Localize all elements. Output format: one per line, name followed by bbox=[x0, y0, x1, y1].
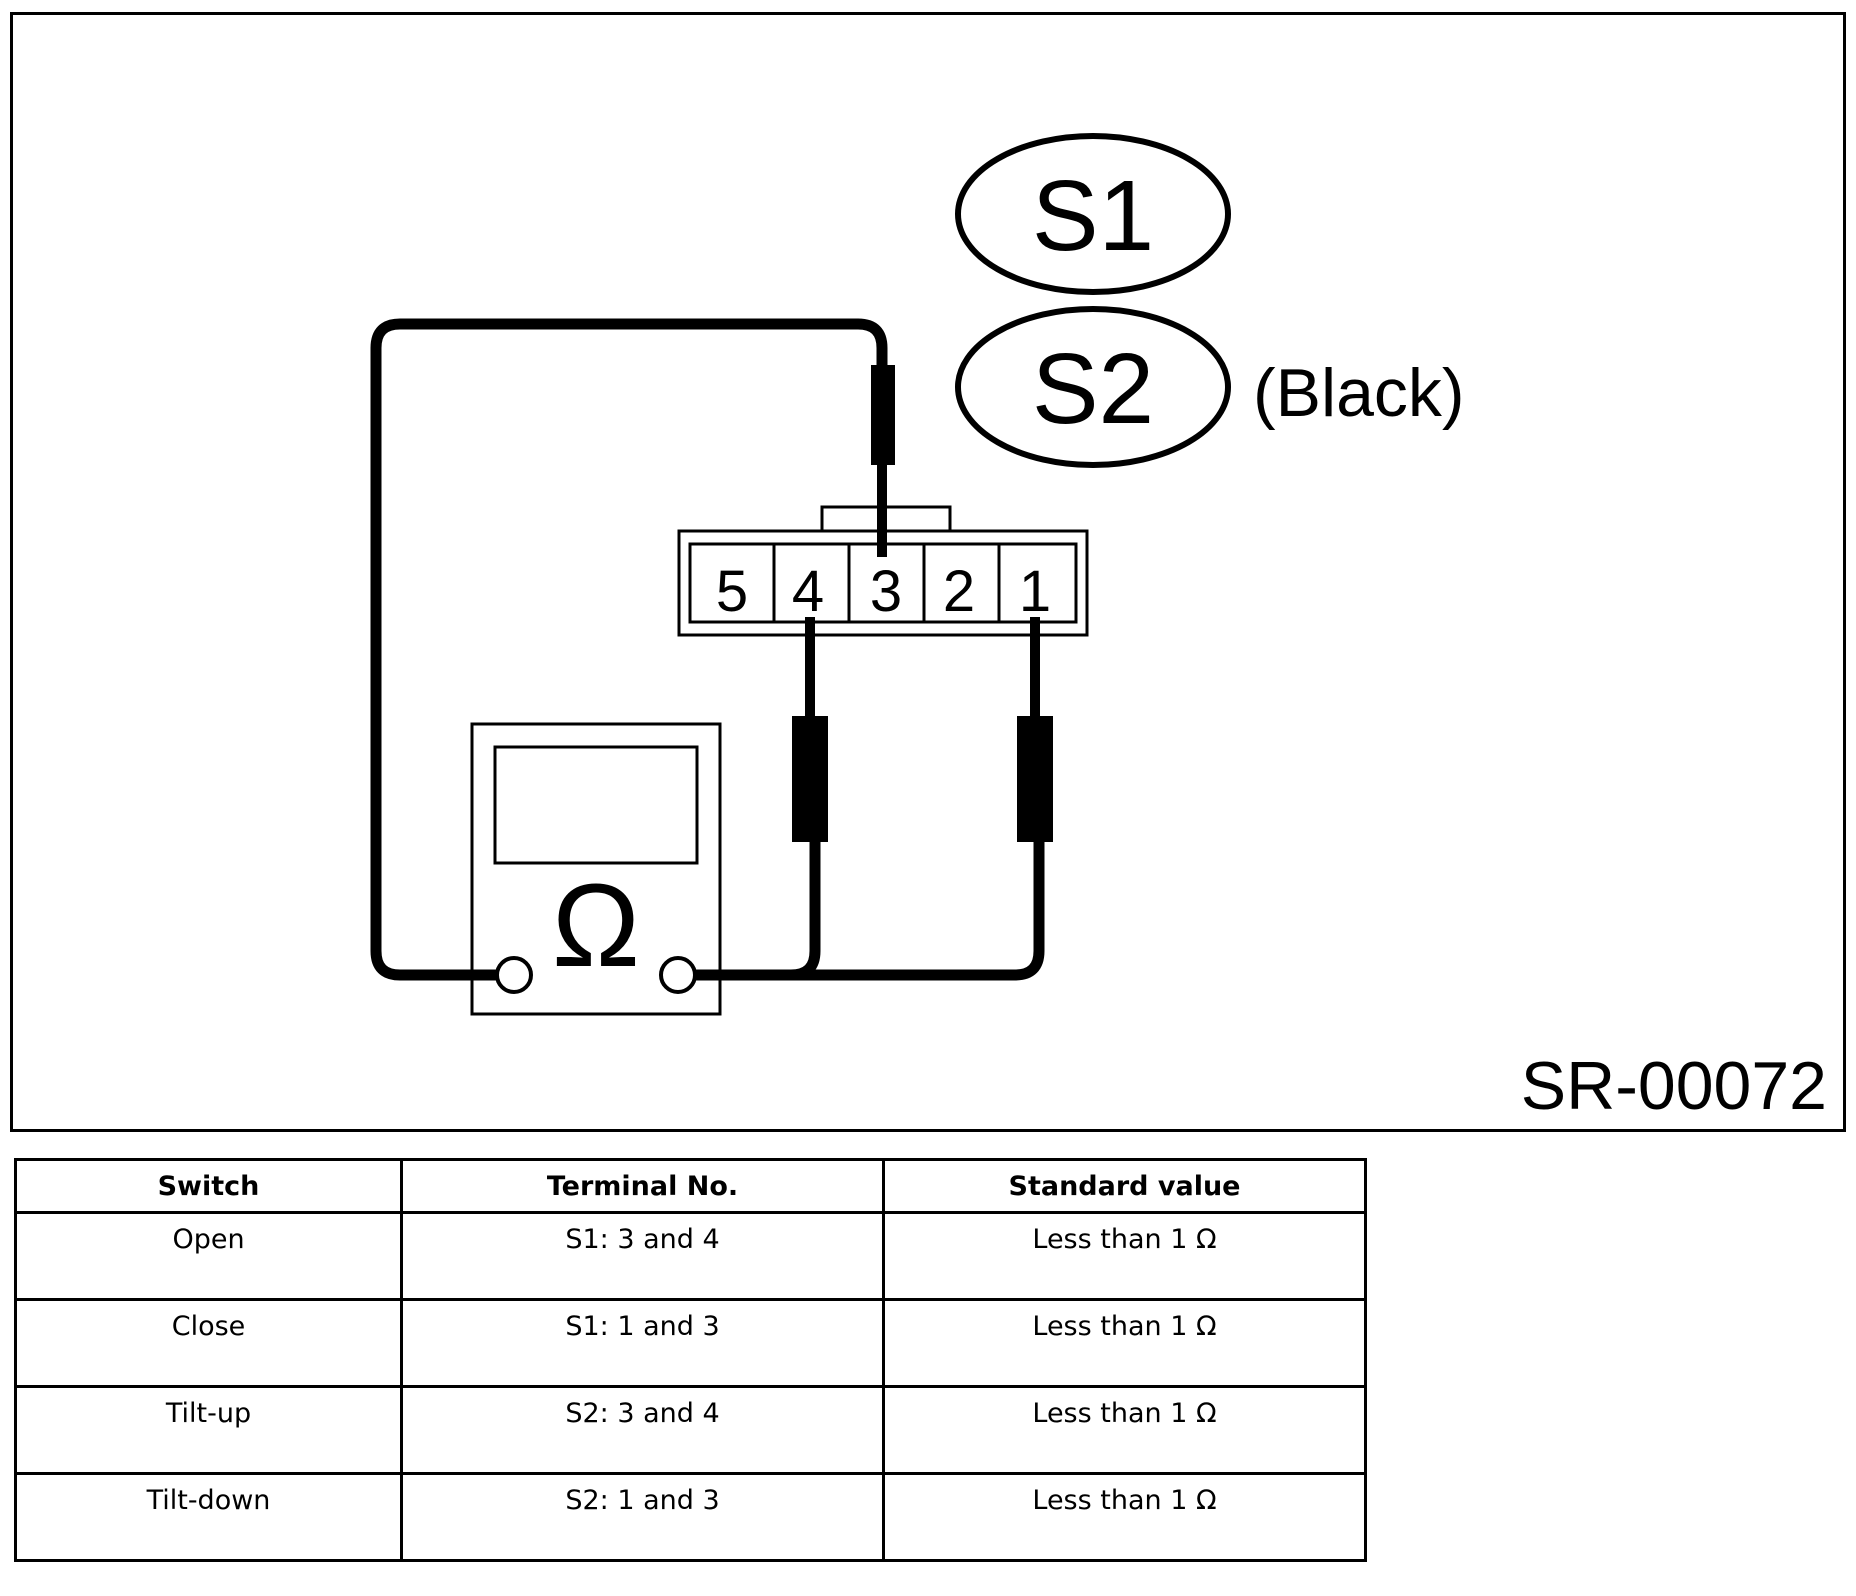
header-terminal-no: Terminal No. bbox=[400, 1158, 885, 1214]
ohmmeter bbox=[470, 722, 722, 1016]
terminal-1-label: 1 bbox=[1019, 559, 1051, 624]
cell-standard-value: Less than 1 Ω bbox=[882, 1298, 1367, 1388]
cell-standard-value: Less than 1 Ω bbox=[882, 1385, 1367, 1475]
diagram-frame bbox=[10, 12, 1846, 1132]
table-row: Tilt-down S2: 1 and 3 Less than 1 Ω bbox=[14, 1472, 1367, 1562]
terminal-3-label: 3 bbox=[870, 559, 902, 624]
header-switch: Switch bbox=[14, 1158, 403, 1214]
ohm-symbol: Ω bbox=[552, 860, 640, 992]
cell-switch: Tilt-up bbox=[14, 1385, 403, 1475]
header-standard-value: Standard value bbox=[882, 1158, 1367, 1214]
probe-tips bbox=[805, 460, 1040, 718]
terminal-2-label: 2 bbox=[943, 559, 975, 624]
cell-standard-value: Less than 1 Ω bbox=[882, 1472, 1367, 1562]
s2-label: S2 bbox=[1032, 333, 1154, 445]
meter-jack-left bbox=[495, 956, 533, 994]
ohmmeter-display bbox=[493, 745, 699, 865]
ohmmeter-body bbox=[470, 722, 722, 1016]
figure-code: SR-00072 bbox=[1521, 1048, 1827, 1124]
s2-ellipse bbox=[955, 306, 1231, 468]
cell-terminal-no: S2: 3 and 4 bbox=[400, 1385, 885, 1475]
meter-jack-right bbox=[659, 956, 697, 994]
cell-terminal-no: S1: 3 and 4 bbox=[400, 1211, 885, 1301]
cell-switch: Close bbox=[14, 1298, 403, 1388]
cell-switch: Open bbox=[14, 1211, 403, 1301]
standard-value-table: Switch Terminal No. Standard value Open … bbox=[14, 1158, 1367, 1562]
cell-terminal-no: S2: 1 and 3 bbox=[400, 1472, 885, 1562]
table-row: Close S1: 1 and 3 Less than 1 Ω bbox=[14, 1298, 1367, 1388]
test-leads bbox=[370, 318, 1045, 981]
s1-label: S1 bbox=[1032, 160, 1154, 272]
cell-terminal-no: S1: 1 and 3 bbox=[400, 1298, 885, 1388]
terminal-4-label: 4 bbox=[792, 559, 824, 624]
terminal-5-label: 5 bbox=[716, 559, 748, 624]
probe-handle-terminal-4 bbox=[792, 716, 828, 842]
table-header-row: Switch Terminal No. Standard value bbox=[14, 1158, 1367, 1214]
cell-switch: Tilt-down bbox=[14, 1472, 403, 1562]
lead-terminal-3 bbox=[370, 318, 888, 981]
s2-black-note: (Black) bbox=[1253, 355, 1465, 431]
probe-handle-terminal-1 bbox=[1017, 716, 1053, 842]
wiring-diagram: S1 S2 (Black) 5 4 3 2 1 Ω bbox=[370, 133, 1827, 1124]
lead-terminal-4 bbox=[672, 834, 821, 981]
table-row: Open S1: 3 and 4 Less than 1 Ω bbox=[14, 1211, 1367, 1301]
cell-standard-value: Less than 1 Ω bbox=[882, 1211, 1367, 1301]
s1-ellipse bbox=[955, 133, 1231, 295]
probe-handle-terminal-3 bbox=[871, 365, 895, 465]
lead-terminal-1 bbox=[672, 834, 1045, 981]
table-row: Tilt-up S2: 3 and 4 Less than 1 Ω bbox=[14, 1385, 1367, 1475]
